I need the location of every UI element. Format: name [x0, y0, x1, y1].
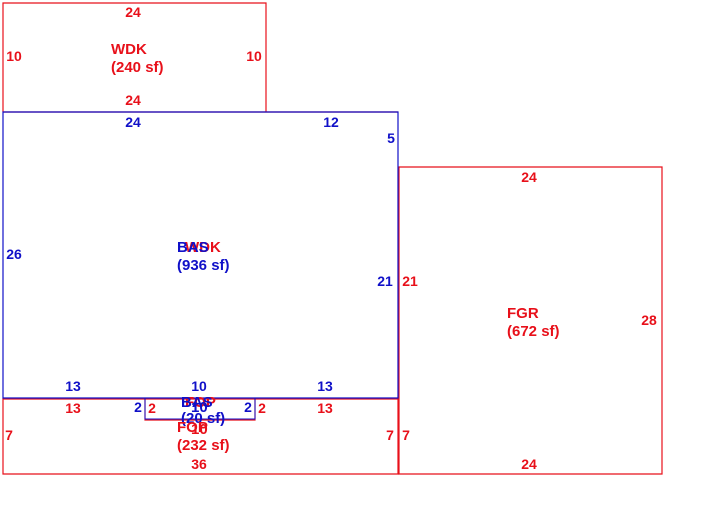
bas-dim-top-left: 24 [125, 114, 141, 130]
fop-dim-inner-right: 2 [258, 400, 266, 416]
fop-outline [2, 398, 399, 475]
bas-dim-top-right: 12 [323, 114, 339, 130]
fgr-dim-right: 28 [641, 312, 657, 328]
fop-dim-right: 7 [386, 427, 394, 443]
fop-dim-inner-left: 2 [148, 400, 156, 416]
bas-dim-bottom-left: 13 [65, 378, 81, 394]
bas-name: BAS [177, 239, 209, 256]
fop-name: FOP [177, 419, 208, 436]
fop-dim-bottom: 36 [191, 456, 207, 472]
bas-dim-notch: 5 [387, 130, 395, 146]
bas-dim-left: 26 [6, 246, 22, 262]
fop-dim-top-left: 13 [65, 400, 81, 416]
fop-area: (232 sf) [177, 437, 230, 454]
fgr-dim-left-bottom: 7 [402, 427, 410, 443]
bas-small-dim-mid: 10 [191, 399, 208, 416]
bas-small-overlap-name: FOP [185, 394, 216, 411]
bas-small-area: (20 sf) [181, 410, 225, 427]
fop-overlap-name: 10 [191, 421, 208, 438]
bas-small-dim-left: 2 [134, 399, 142, 415]
fop-dim-top-right: 13 [317, 400, 333, 416]
bas-small-name: BAS [181, 394, 213, 411]
wdk-dim-right: 10 [246, 48, 262, 64]
fgr-area: (672 sf) [507, 323, 560, 340]
wdk-outline [2, 2, 267, 112]
fgr-outline [398, 166, 663, 475]
wdk-name: WDK [111, 41, 147, 58]
bas-outline [2, 111, 399, 399]
bas-dim-bottom-right: 13 [317, 378, 333, 394]
wdk-dim-bottom: 24 [125, 92, 141, 108]
bas-small-dim-right: 2 [244, 399, 252, 415]
fgr-dim-top: 24 [521, 169, 537, 185]
bas-area: (936 sf) [177, 257, 230, 274]
bas-dim-right: 21 [377, 273, 393, 289]
bas-small-inner-outline [144, 398, 256, 420]
fgr-dim-left: 21 [402, 273, 418, 289]
fgr-name: FGR [507, 305, 539, 322]
bas-dim-bottom-mid: 10 [191, 378, 207, 394]
fop-dim-left: 7 [5, 427, 13, 443]
fgr-dim-bottom: 24 [521, 456, 537, 472]
wdk-area: (240 sf) [111, 59, 164, 76]
bas-overlap-name: WDK [185, 239, 221, 256]
wdk-dim-left: 10 [6, 48, 22, 64]
wdk-dim-top: 24 [125, 4, 141, 20]
